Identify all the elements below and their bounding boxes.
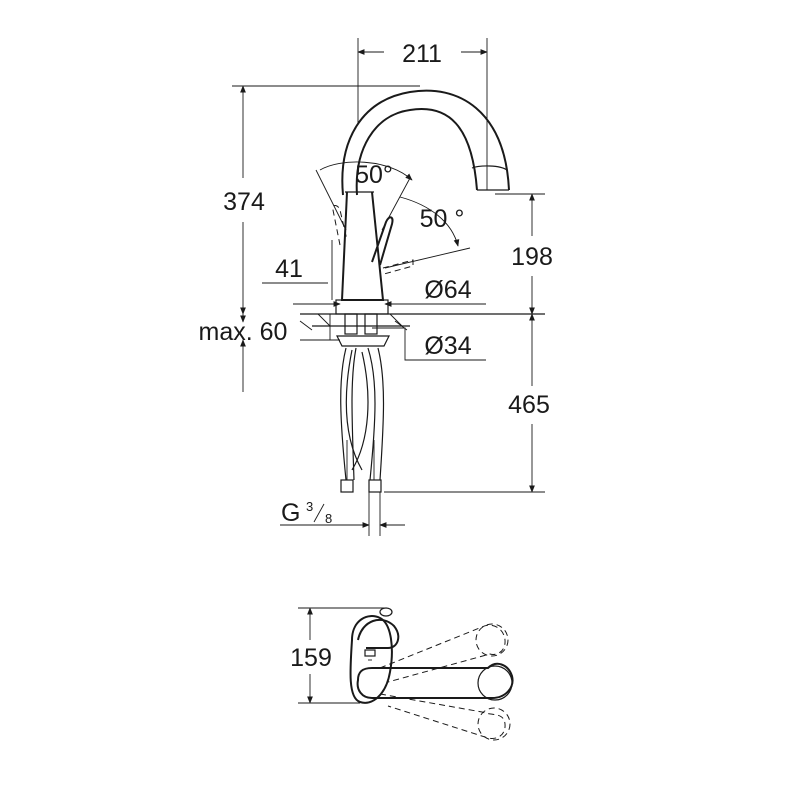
- dimension-total-height: 374: [223, 85, 420, 315]
- shank-diameter-label: Ø34: [424, 332, 471, 360]
- thread-numerator: 3: [306, 499, 313, 514]
- lever-handle: 50°: [315, 161, 413, 266]
- dimension-hose-length: 465: [384, 313, 550, 493]
- spray-swing: 50 °: [382, 196, 471, 275]
- total-height-label: 374: [223, 188, 265, 216]
- mounting-assembly: [299, 313, 410, 347]
- spout: [341, 89, 510, 196]
- max-thickness-label: max. 60: [199, 318, 288, 346]
- thread-label: G: [281, 499, 300, 527]
- reach-label: 211: [402, 40, 442, 68]
- plan-view: 159: [290, 607, 514, 741]
- spout-height-label: 198: [511, 243, 553, 271]
- handle-clearance-label: 41: [275, 255, 303, 283]
- body-diameter-label: Ø64: [424, 276, 471, 304]
- dimension-body-diameter: Ø64: [293, 276, 486, 307]
- handle-angle-label: 50°: [355, 161, 393, 189]
- supply-hoses: [340, 347, 385, 493]
- dimension-shank-diameter: Ø34: [372, 327, 486, 361]
- faucet-body: [335, 191, 389, 315]
- dimension-reach: 211: [357, 38, 488, 190]
- dimension-spout-height: 198: [495, 193, 553, 315]
- thread-denominator: 8: [325, 511, 332, 526]
- spray-angle-label: 50 °: [420, 205, 465, 233]
- hose-length-label: 465: [508, 391, 550, 419]
- dimension-thread: G 3 8: [280, 492, 405, 536]
- dimension-handle-clearance: 41: [262, 240, 333, 300]
- plan-depth-label: 159: [290, 644, 332, 672]
- dimension-max-thickness: max. 60: [199, 314, 340, 392]
